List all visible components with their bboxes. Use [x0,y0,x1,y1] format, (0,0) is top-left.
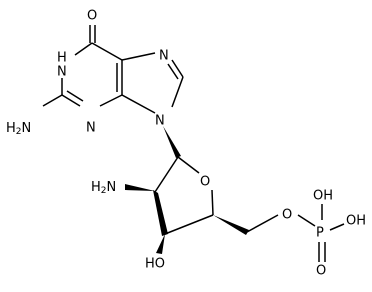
bond-c6-n1 [74,42,93,56]
wedge-n9-c1 [163,126,181,158]
bond-o-p [297,214,316,227]
atom-o-phosphoryl: O [316,264,326,279]
atom-oh-right: OH [346,214,366,229]
wedge-c4-c5 [213,215,249,235]
bond-c1-c2 [154,156,179,193]
atom-oh-top: OH [313,189,333,204]
atom-p: P [316,226,324,241]
atom-n9: N [155,114,165,129]
bond-c4-n9 [121,94,156,114]
atom-ho-sugar: HO [145,257,165,272]
atom-o-ring: O [200,175,210,190]
atom-h2n-base: H2N [6,121,31,138]
bond-c3-c4 [164,214,214,235]
bond-c8-n9 [171,76,184,108]
bond-c2-n3 [61,94,81,107]
bond-c1-o4 [177,156,200,174]
bond-n7-c8-double [167,63,179,80]
atom-o-ester: O [282,208,292,223]
bond-c5-o [246,214,279,233]
bond-n7-c8 [171,59,184,78]
wedge-c3-oh [156,234,165,254]
atom-n1: N [57,65,67,80]
atom-n1-h: H [57,51,67,66]
bond-p-oh-right [329,223,345,231]
bold-c2-c3 [153,190,168,236]
atom-h2n-sugar: H2N [91,180,116,197]
bond-c6-c5 [91,42,123,61]
bond-c2-n3-double [66,90,84,102]
wedge-c2-nh2 [125,184,155,191]
atom-n7: N [159,49,169,64]
bond-n3-c4 [99,94,123,107]
atom-n3: N [86,121,96,136]
bond-c5-n7 [121,52,156,61]
bond-o4-c4 [211,189,214,216]
atom-o-carbonyl: O [87,9,97,24]
bond-c2-nh2 [42,94,63,107]
